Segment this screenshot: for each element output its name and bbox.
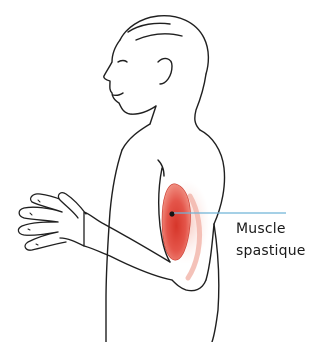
callout-label-line2: spastique [236,240,332,262]
human-figure-outline [84,16,225,342]
forearm-top [84,212,170,262]
face-profile [104,40,156,114]
torso-back [212,224,219,342]
spastic-muscle-highlight [162,180,210,278]
mouth [113,93,123,95]
elbow [172,280,206,291]
eye [118,61,127,63]
neck-back [195,74,206,130]
ear [158,59,172,84]
callout-dot [169,211,174,216]
hands [18,193,86,250]
head-outline [120,16,208,74]
hair-lines [128,23,182,40]
callout-label: Muscle spastique [236,218,332,262]
callout-label-line1: Muscle [236,218,332,240]
torso-front [106,150,122,342]
forearm-bottom [84,246,172,280]
